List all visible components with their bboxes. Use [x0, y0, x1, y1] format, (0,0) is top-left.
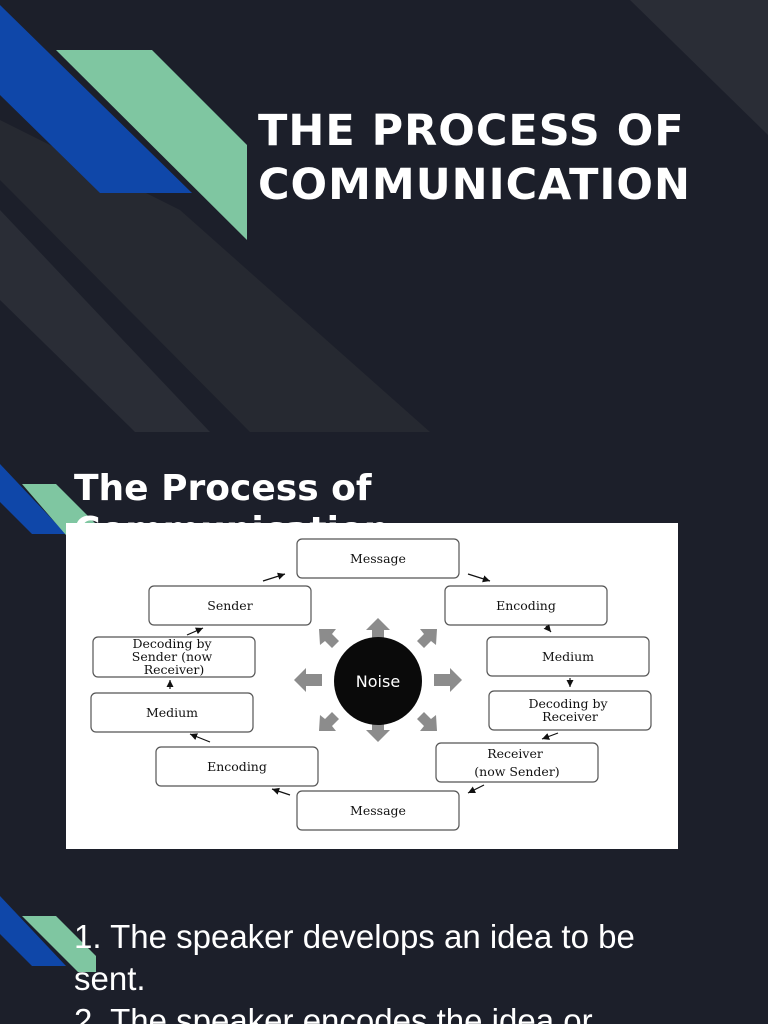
arrow-down-icon [366, 721, 390, 742]
node-encoding-right: Encoding [496, 598, 556, 613]
node-box [155, 746, 319, 787]
arrow-down-right-icon [417, 712, 437, 731]
arrow-right-icon [434, 668, 462, 692]
node-box [296, 790, 460, 831]
arrow-up-icon [366, 618, 390, 639]
node-decoding-sender: Decoding by Sender (now Receiver) [132, 636, 217, 677]
diagram-slide: The Process of Communication M [0, 432, 768, 864]
node-decoding-receiver: Decoding by Receiver [528, 696, 611, 724]
list-item: 2. The speaker encodes the idea or [74, 1002, 593, 1024]
node-box [92, 636, 256, 678]
arrow-up-right-icon [417, 629, 437, 648]
arrow-left-icon [294, 668, 322, 692]
arrow-up-left-icon [319, 629, 339, 648]
communication-process-diagram: Message Sender Encoding Decoding by Send… [66, 523, 678, 849]
flow-arrow [541, 732, 559, 740]
flow-arrow [543, 624, 552, 633]
node-medium-right: Medium [542, 649, 594, 664]
flow-arrow [262, 572, 286, 582]
node-message-top: Message [350, 551, 406, 566]
noise-circle [334, 637, 422, 725]
flow-arrow [189, 733, 211, 743]
flow-arrow [271, 787, 291, 796]
node-box [486, 636, 650, 677]
node-medium-left: Medium [146, 705, 198, 720]
decorative-shapes [0, 896, 96, 972]
node-box [90, 692, 254, 733]
noise-arrows [294, 618, 462, 742]
node-encoding-left: Encoding [207, 759, 267, 774]
noise-label: Noise [356, 672, 400, 691]
title-slide: THE PROCESS OF COMMUNICATION [0, 0, 768, 432]
list-item: 1. The speaker develops an idea to be se… [74, 918, 635, 997]
flow-arrow [186, 627, 204, 636]
node-box [488, 690, 652, 731]
node-box [435, 742, 599, 783]
flow-arrow [467, 573, 491, 583]
node-receiver: Receiver (now Sender) [474, 746, 559, 779]
steps-list: 1. The speaker develops an idea to be se… [74, 916, 714, 1024]
slide-title: THE PROCESS OF COMMUNICATION [258, 106, 691, 210]
node-message-bottom: Message [350, 803, 406, 818]
node-box [148, 585, 312, 626]
node-box [444, 585, 608, 626]
node-sender: Sender [207, 598, 252, 613]
decorative-shapes [0, 0, 768, 432]
flow-arrow [467, 784, 485, 794]
node-box [296, 538, 460, 579]
arrow-down-left-icon [319, 712, 339, 731]
steps-slide: 1. The speaker develops an idea to be se… [0, 864, 768, 1024]
